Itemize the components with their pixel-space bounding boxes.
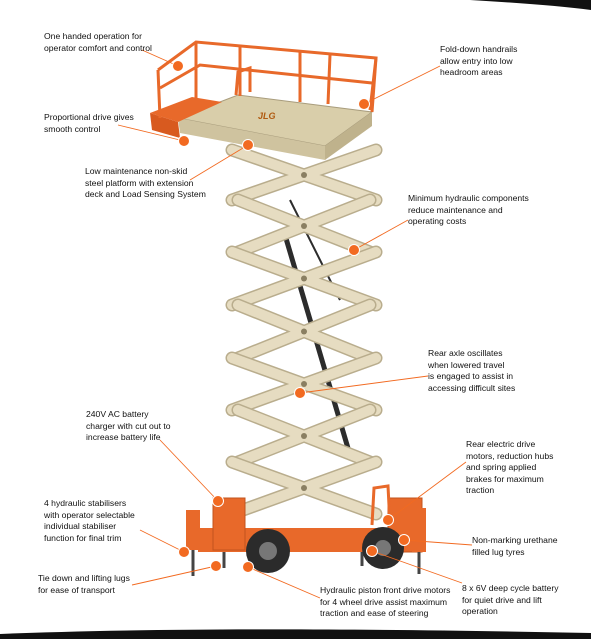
- leader-line-fold-down-handrails: [363, 65, 441, 105]
- bottom-swoosh: [0, 629, 591, 639]
- leader-line-non-marking-tyres: [403, 539, 473, 546]
- rear-stabiliser-right: [412, 508, 426, 552]
- leader-line-hydraulic-stabilisers: [139, 529, 185, 553]
- scissor-pivot: [301, 381, 307, 387]
- leader-line-rear-axle-oscillates: [299, 375, 429, 394]
- rear-hub: [375, 540, 391, 556]
- callout-dot-tie-down-lugs: [210, 560, 222, 572]
- extension-deck: [150, 97, 222, 122]
- leader-line-non-skid-platform: [189, 144, 249, 181]
- leader-line-battery-charger: [159, 439, 219, 502]
- platform: JLG: [150, 40, 378, 160]
- scissor-pivot: [301, 275, 307, 282]
- callout-dot-proportional-drive: [178, 135, 190, 147]
- handrails: [156, 40, 378, 119]
- callout-dot-one-handed-operation: [172, 60, 184, 72]
- callout-dot-non-marking-tyres: [398, 534, 410, 546]
- callout-dot-minimum-hydraulic: [348, 244, 360, 256]
- platform-logo: JLG: [258, 111, 276, 121]
- leader-line-one-handed-operation: [141, 49, 179, 67]
- callout-leaders: [117, 49, 473, 599]
- scissor-pivot: [301, 328, 307, 335]
- scissor-stack: [225, 143, 383, 521]
- scissor-pivot: [301, 172, 307, 178]
- front-hub: [259, 542, 277, 560]
- leader-line-rear-electric-drive: [387, 461, 467, 521]
- leader-line-deep-cycle-battery: [371, 550, 463, 584]
- scissor-pivot: [301, 485, 307, 491]
- rear-guard-rail: [370, 484, 392, 526]
- callout-dots: [172, 60, 410, 573]
- callout-dot-hydraulic-piston-motors: [242, 561, 254, 573]
- top-swoosh: [470, 0, 591, 10]
- callout-dot-fold-down-handrails: [358, 98, 370, 110]
- leader-line-minimum-hydraulic: [353, 219, 409, 251]
- platform-front-edge: [325, 112, 372, 160]
- platform-side: [178, 118, 325, 160]
- control-box: [150, 113, 180, 138]
- callout-dot-battery-charger: [212, 495, 224, 507]
- callout-dot-deep-cycle-battery: [366, 545, 378, 557]
- callout-dot-rear-electric-drive: [382, 514, 394, 526]
- scissor-pivot: [301, 433, 307, 439]
- callout-dot-non-skid-platform: [242, 139, 254, 151]
- leader-line-proportional-drive: [117, 124, 185, 142]
- callout-dot-hydraulic-stabilisers: [178, 546, 190, 558]
- scissor-pivot: [301, 223, 307, 229]
- leader-line-hydraulic-piston-motors: [247, 566, 321, 599]
- callout-dot-rear-axle-oscillates: [294, 387, 306, 399]
- leader-line-tie-down-lugs: [131, 565, 217, 586]
- front-stabiliser-left: [186, 510, 200, 550]
